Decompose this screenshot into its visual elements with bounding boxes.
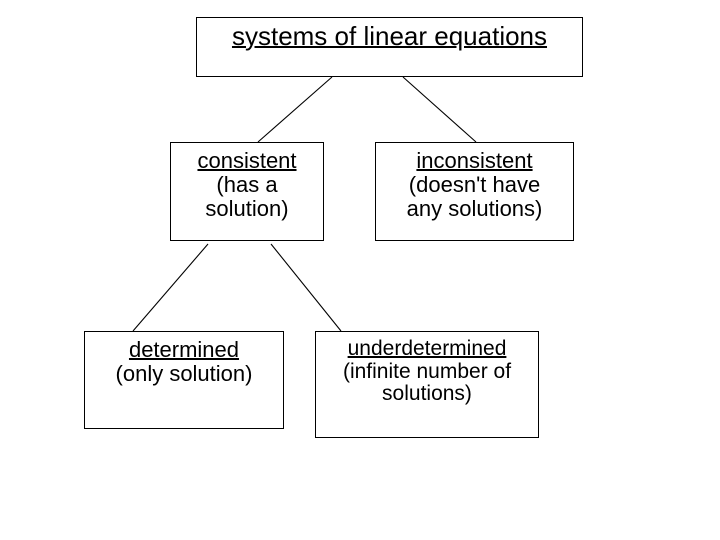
node-consistent-description: (has a solution) bbox=[205, 171, 289, 221]
node-root-title: systems of linear equations bbox=[231, 21, 548, 51]
node-underdetermined-description: (infinite number of solutions) bbox=[342, 359, 512, 406]
node-systems-of-linear-equations: systems of linear equations bbox=[196, 17, 583, 77]
node-determined: determined (only solution) bbox=[84, 331, 284, 429]
node-underdetermined-title: underdetermined bbox=[347, 337, 507, 360]
node-consistent: consistent (has a solution) bbox=[170, 142, 324, 241]
node-determined-description: (only solution) bbox=[115, 360, 253, 386]
edge-consistent-to-underdetermined bbox=[270, 243, 342, 332]
node-determined-title: determined bbox=[128, 337, 240, 362]
node-inconsistent-title: inconsistent bbox=[416, 148, 533, 173]
node-underdetermined: underdetermined (infinite number of solu… bbox=[315, 331, 539, 438]
node-consistent-title: consistent bbox=[197, 148, 297, 173]
node-inconsistent-description: (doesn't have any solutions) bbox=[406, 171, 543, 221]
edge-root-to-consistent bbox=[257, 76, 333, 143]
edge-consistent-to-determined bbox=[132, 243, 209, 332]
edge-root-to-inconsistent bbox=[402, 76, 477, 143]
node-inconsistent: inconsistent (doesn't have any solutions… bbox=[375, 142, 574, 241]
